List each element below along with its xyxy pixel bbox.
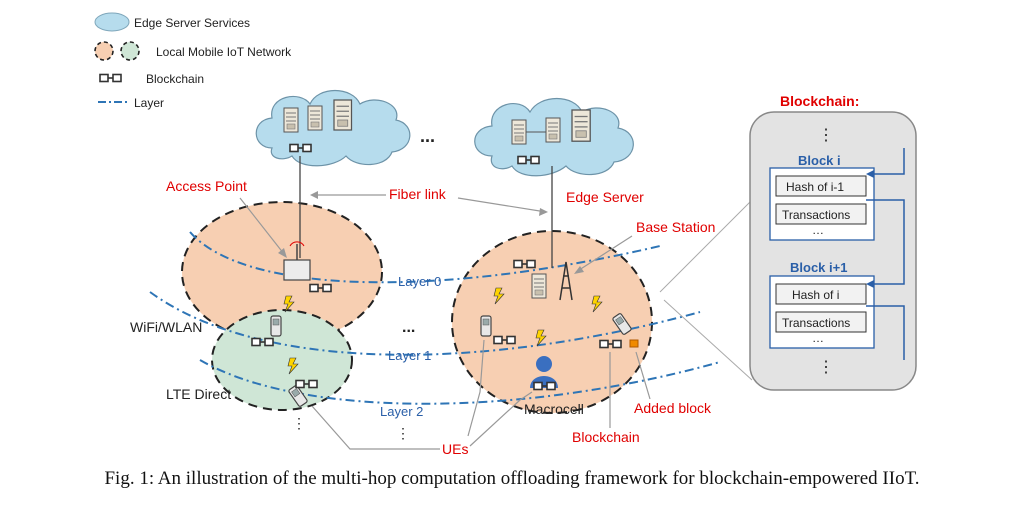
base-station-tower-icon [559,261,573,301]
block-i1-title: Block i+1 [790,260,847,275]
server-icon [333,99,353,131]
block-i1-transactions: Transactions [782,316,850,330]
svg-text:…: … [812,331,824,345]
server-icon [307,105,323,131]
block-i1-hash: Hash of i [792,288,839,302]
base-station-label: Base Station [636,219,715,235]
vertical-dots-left: ⋮ [292,415,306,431]
ues-label: UEs [442,441,468,457]
cloud-gap-dots: ... [420,126,435,146]
vertical-dots-right: ⋮ [396,425,410,441]
edge-server-label: Edge Server [566,189,644,205]
mobile-phone-icon [480,315,492,337]
cloud-left [255,90,411,167]
mobile-phone-icon [270,315,282,337]
server-icon [545,117,561,143]
legend-layer: Layer [134,96,164,110]
layer-2-label: Layer 2 [380,404,423,419]
legend-local-mobile-iot-network: Local Mobile IoT Network [156,45,292,59]
lte-direct-label: LTE Direct [166,386,231,402]
block-i-hash: Hash of i-1 [786,180,844,194]
server-icon [511,119,527,145]
server-icon [531,273,547,299]
macrocell-label: Macrocell [524,401,584,417]
server-icon [283,107,299,133]
layer-gap-dots: ... [402,319,415,336]
lte-direct-network-area [211,309,353,411]
wifi-wlan-label: WiFi/WLAN [130,319,202,335]
access-point-label: Access Point [166,178,247,194]
panel-top-dots: ⋮ [818,127,834,144]
offloading-framework-diagram: Edge Server Services Local Mobile IoT Ne… [94,12,917,457]
blockchain-panel-title: Blockchain: [780,93,859,109]
legend-cloud-icon [94,12,130,32]
legend-network-icon [94,41,140,61]
figure-caption: Fig. 1: An illustration of the multi-hop… [104,468,920,489]
panel-bottom-dots: ⋮ [818,359,834,376]
blockchain-callout-label: Blockchain [572,429,640,445]
legend-edge-server-services: Edge Server Services [134,16,250,30]
added-block-label: Added block [634,400,712,416]
server-icon [571,109,591,142]
svg-text:…: … [812,223,824,237]
access-point-icon [283,241,311,281]
macrocell-network-area [451,230,653,414]
legend-blockchain: Blockchain [146,72,204,86]
fiber-link-label: Fiber link [389,186,447,202]
cloud-right [474,98,634,177]
access-point-network-area [181,201,383,343]
legend-chain-icon [99,73,122,83]
block-i-transactions: Transactions [782,208,850,222]
legend: Edge Server Services Local Mobile IoT Ne… [94,12,292,110]
layer-1-label: Layer 1 [388,348,431,363]
blockchain-panel: Blockchain: ⋮ Block i Hash of i-1 Transa… [749,93,917,391]
added-block-icon [629,339,639,348]
block-i-title: Block i [798,153,841,168]
layer-lines [149,231,721,405]
fiber-link-pointer-right [457,197,547,213]
layer-0-label: Layer 0 [398,274,441,289]
